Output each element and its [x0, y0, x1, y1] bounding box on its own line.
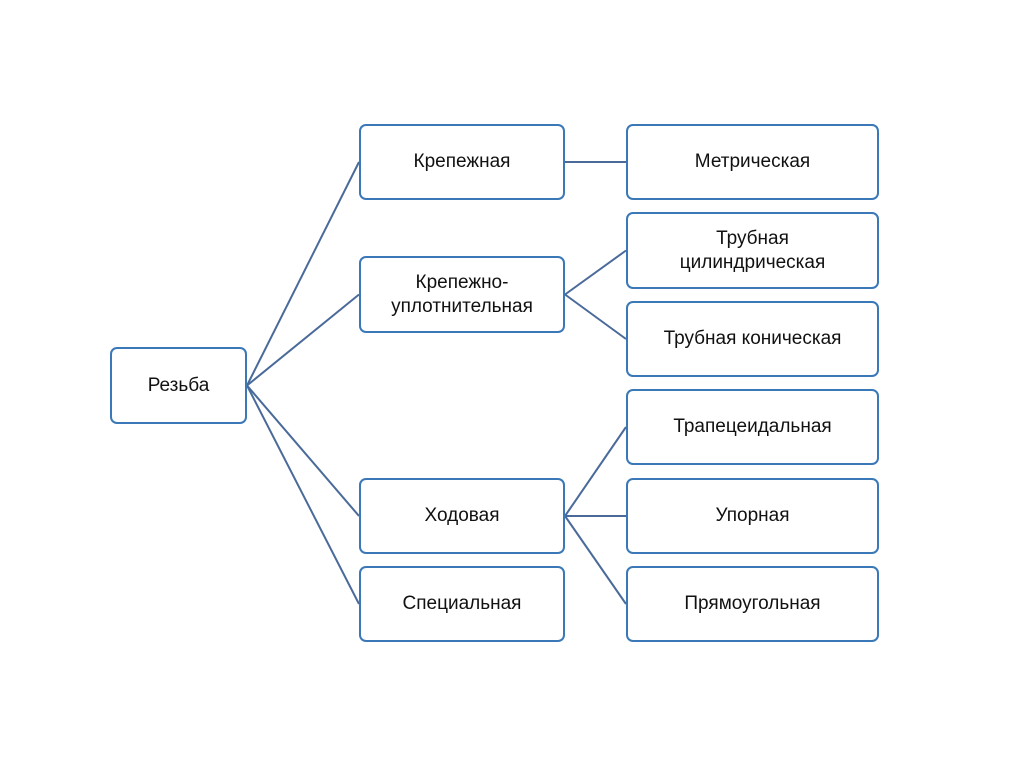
- leaf-buttress: Упорная: [626, 478, 879, 554]
- connector-line: [246, 384, 360, 517]
- connector-line: [564, 249, 627, 296]
- leaf-metric: Метрическая: [626, 124, 879, 200]
- connector-line: [246, 385, 360, 605]
- connector-line: [246, 293, 360, 387]
- connector-line: [564, 515, 627, 605]
- category-special: Специальная: [359, 566, 565, 642]
- connector-line: [564, 426, 627, 517]
- category-fastening-sealing: Крепежно- уплотнительная: [359, 256, 565, 333]
- root-node: Резьба: [110, 347, 247, 424]
- category-running: Ходовая: [359, 478, 565, 554]
- connector-line: [564, 293, 627, 340]
- leaf-pipe-cylindrical: Трубная цилиндрическая: [626, 212, 879, 289]
- leaf-pipe-conical: Трубная коническая: [626, 301, 879, 377]
- category-fastening: Крепежная: [359, 124, 565, 200]
- leaf-trapezoidal: Трапецеидальная: [626, 389, 879, 465]
- connector-line: [246, 161, 360, 386]
- leaf-rectangular: Прямоугольная: [626, 566, 879, 642]
